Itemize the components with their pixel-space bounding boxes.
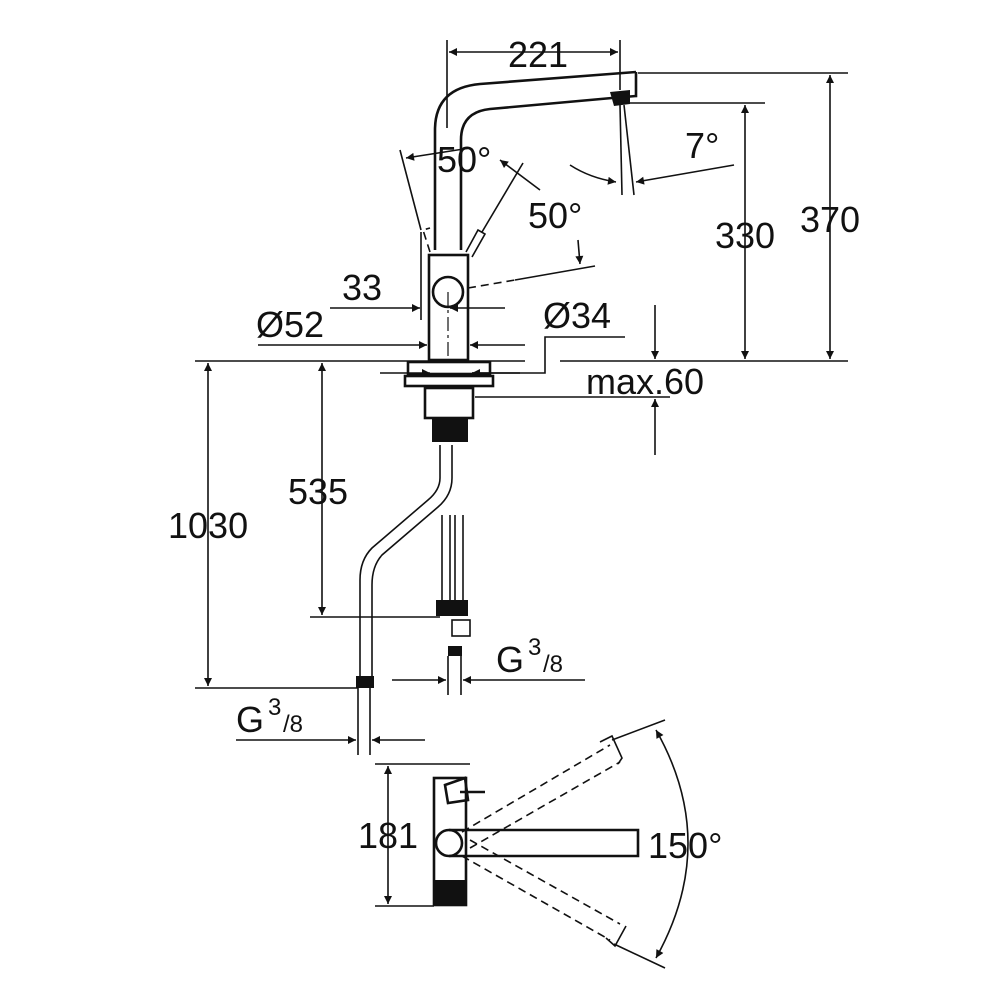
- lever-angle-front-label: 50°: [437, 139, 491, 180]
- fixing-nut: [423, 386, 475, 420]
- connection-label-right: G 3 /8: [496, 634, 563, 680]
- base-diameter-label: Ø52: [256, 304, 324, 345]
- lever-extension: [481, 162, 524, 233]
- lever-ghost-ext: [399, 149, 422, 231]
- dimension-lines: [195, 40, 848, 744]
- escutcheon: [406, 360, 492, 376]
- thread-prefix: G: [236, 699, 264, 740]
- total-height-label: 370: [800, 199, 860, 240]
- valve: [451, 619, 471, 637]
- pullout-hose-length-label: 1030: [168, 505, 248, 546]
- spray-head: [610, 90, 630, 106]
- body-diameter-label: Ø34: [543, 295, 611, 336]
- max-thickness-label: max.60: [586, 361, 704, 402]
- pullout-hose-edge: [371, 445, 453, 680]
- lever-angle-side-label: 50°: [528, 195, 582, 236]
- thread-denominator: /8: [543, 651, 563, 678]
- spout-inner: [459, 96, 613, 250]
- swivel-angle-label: 150°: [648, 825, 722, 866]
- top-view-depth-label: 181: [358, 815, 418, 856]
- thread-denominator: /8: [283, 711, 303, 738]
- spout-reach-label: 221: [508, 34, 568, 75]
- thread: [432, 418, 468, 442]
- lever-pivot: [431, 275, 465, 309]
- hose-length-label: 535: [288, 471, 348, 512]
- spout-tilt-label: 7°: [685, 125, 719, 166]
- dimension-labels: 221 50° 50° 7° 330 370 33 Ø52 Ø34 max.60…: [168, 34, 860, 866]
- lever: [465, 228, 487, 258]
- lever-ghost-side: [467, 279, 516, 289]
- thread-numerator: 3: [268, 694, 281, 721]
- thread-numerator: 3: [528, 634, 541, 661]
- lever-offset-label: 33: [342, 267, 382, 308]
- pullout-hose: [359, 445, 441, 680]
- valve-thread: [448, 646, 462, 656]
- faucet-top-view: [375, 719, 689, 969]
- thread-prefix: G: [496, 639, 524, 680]
- lever-ghost-left: [421, 227, 431, 253]
- outlet-height-label: 330: [715, 215, 775, 256]
- hose-connectors: [436, 600, 468, 616]
- connection-label-left: G 3 /8: [236, 694, 303, 740]
- hose-fitting: [356, 676, 374, 688]
- lever-side-ext: [514, 265, 596, 281]
- washer: [403, 374, 495, 388]
